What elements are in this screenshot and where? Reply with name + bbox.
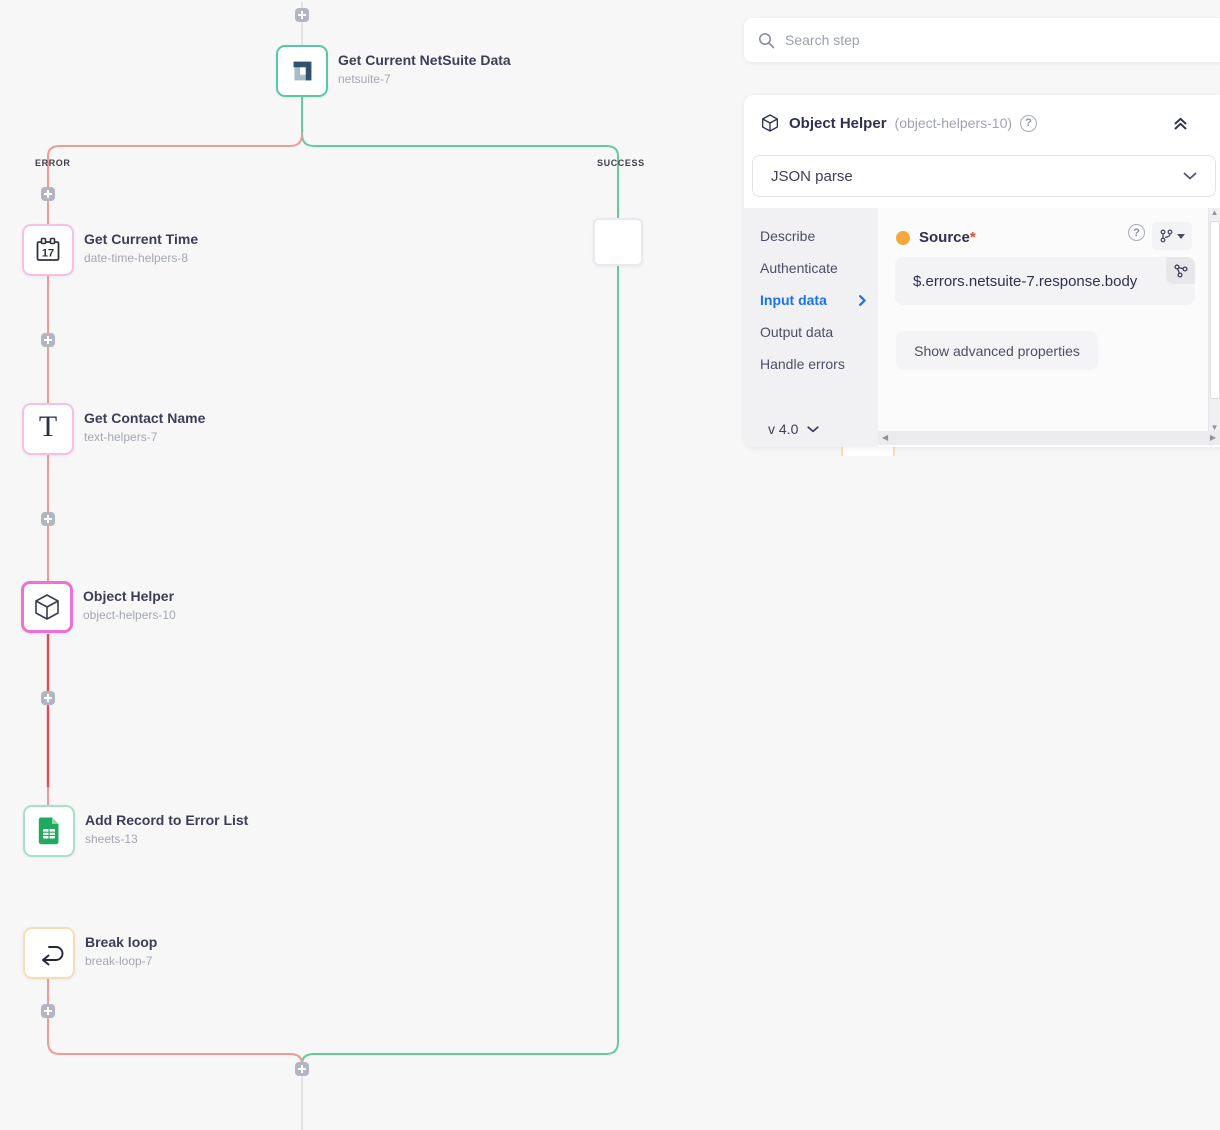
calendar-day: 17 xyxy=(42,248,54,260)
wire-success-path xyxy=(301,97,619,1065)
panel-body: Describe Authenticate Input data Output … xyxy=(744,208,1220,447)
vertical-scrollbar-thumb[interactable] xyxy=(1209,221,1220,399)
node-box[interactable]: T xyxy=(22,403,74,455)
required-field-dot xyxy=(896,230,910,245)
add-step-button[interactable] xyxy=(41,691,55,705)
horizontal-scrollbar[interactable]: ◀ ▶ xyxy=(878,431,1220,445)
add-step-button[interactable] xyxy=(41,187,55,201)
node-box[interactable]: 17 xyxy=(22,224,74,276)
node-box[interactable] xyxy=(23,805,75,857)
step-node-object-helper[interactable]: Object Helper object-helpers-10 xyxy=(21,581,176,633)
text-icon: T xyxy=(38,410,58,443)
panel-step-id: (object-helpers-10) xyxy=(894,115,1013,131)
input-data-form: Source* ? xyxy=(878,208,1220,447)
node-subtitle: sheets-13 xyxy=(85,832,138,846)
panel-header: Object Helper (object-helpers-10) ? xyxy=(744,95,1220,151)
source-field-label: Source* xyxy=(919,229,976,246)
node-box[interactable] xyxy=(276,45,328,97)
step-node-netsuite[interactable]: Get Current NetSuite Data netsuite-7 xyxy=(276,45,511,97)
add-step-button[interactable] xyxy=(295,1062,309,1076)
chevron-down-icon xyxy=(1183,172,1197,180)
add-step-button[interactable] xyxy=(295,8,309,22)
required-asterisk: * xyxy=(969,229,976,246)
hidden-step-node-sliver[interactable] xyxy=(841,446,895,456)
empty-step-placeholder[interactable] xyxy=(593,218,643,266)
panel-tabs: Describe Authenticate Input data Output … xyxy=(744,208,878,447)
search-input[interactable] xyxy=(785,32,1165,48)
dropdown-arrow-icon xyxy=(1176,233,1185,239)
operation-select[interactable]: JSON parse xyxy=(752,155,1216,197)
step-node-get-current-time[interactable]: 17 Get Current Time date-time-helpers-8 xyxy=(22,224,198,276)
node-title: Add Record to Error List xyxy=(85,812,249,828)
cube-icon xyxy=(762,114,778,132)
node-title: Get Current NetSuite Data xyxy=(338,52,511,68)
scroll-right-arrow-icon[interactable]: ▶ xyxy=(1209,433,1216,442)
tab-describe[interactable]: Describe xyxy=(760,228,816,244)
collapse-panel-button[interactable] xyxy=(1173,117,1188,130)
help-icon[interactable]: ? xyxy=(1128,224,1145,241)
tab-output-data[interactable]: Output data xyxy=(760,324,834,340)
version-label: v 4.0 xyxy=(768,421,799,437)
step-node-break-loop[interactable]: Break loop break-loop-7 xyxy=(23,927,157,979)
node-box[interactable] xyxy=(23,927,75,979)
success-branch-label: SUCCESS xyxy=(597,158,645,168)
node-title: Get Contact Name xyxy=(84,410,206,426)
add-step-button[interactable] xyxy=(41,333,55,347)
node-box[interactable] xyxy=(21,581,73,633)
step-properties-panel: Object Helper (object-helpers-10) ? JSON… xyxy=(744,95,1220,447)
node-subtitle: netsuite-7 xyxy=(338,72,391,86)
node-subtitle: text-helpers-7 xyxy=(84,430,158,444)
field-type-selector-button[interactable] xyxy=(1152,222,1192,250)
netsuite-icon xyxy=(293,61,312,81)
operation-selected-value: JSON parse xyxy=(771,167,853,185)
scroll-left-arrow-icon[interactable]: ◀ xyxy=(882,433,889,442)
scroll-up-arrow-icon[interactable]: ▲ xyxy=(1210,208,1219,217)
source-field-row: Source* xyxy=(896,229,976,246)
error-branch-label: ERROR xyxy=(35,158,71,168)
source-value-input[interactable] xyxy=(895,257,1195,305)
help-icon[interactable]: ? xyxy=(1020,114,1038,132)
tab-handle-errors[interactable]: Handle errors xyxy=(760,356,845,372)
node-title: Object Helper xyxy=(83,588,175,604)
node-title: Get Current Time xyxy=(84,231,199,247)
node-subtitle: object-helpers-10 xyxy=(83,608,176,622)
tab-input-data[interactable]: Input data xyxy=(744,284,878,316)
search-icon xyxy=(759,32,775,48)
connect-data-button[interactable] xyxy=(1166,257,1195,284)
calendar-icon: 17 xyxy=(36,237,60,261)
sheets-icon xyxy=(38,817,59,845)
version-select[interactable]: v 4.0 xyxy=(768,421,820,437)
connector-icon xyxy=(1173,263,1188,278)
add-step-button[interactable] xyxy=(41,512,55,526)
git-branch-icon xyxy=(1160,229,1172,243)
chevron-down-icon xyxy=(807,425,820,432)
vertical-scrollbar[interactable]: ▲ ▼ xyxy=(1208,208,1220,433)
tab-authenticate[interactable]: Authenticate xyxy=(760,260,838,276)
chevron-right-icon xyxy=(859,294,866,306)
double-chevron-up-icon xyxy=(1174,117,1187,129)
step-node-get-contact-name[interactable]: T Get Contact Name text-helpers-7 xyxy=(22,403,205,455)
step-node-add-record[interactable]: Add Record to Error List sheets-13 xyxy=(23,805,248,857)
source-value-field xyxy=(895,257,1195,305)
node-title: Break loop xyxy=(85,934,158,950)
search-bar xyxy=(744,18,1220,62)
add-step-button[interactable] xyxy=(41,1004,55,1018)
cube-icon xyxy=(35,594,59,620)
panel-title: Object Helper xyxy=(789,114,887,132)
node-subtitle: break-loop-7 xyxy=(85,954,153,968)
node-subtitle: date-time-helpers-8 xyxy=(84,251,189,265)
scroll-down-arrow-icon[interactable]: ▼ xyxy=(1210,423,1219,432)
show-advanced-properties-button[interactable]: Show advanced properties xyxy=(896,331,1098,370)
break-loop-icon xyxy=(42,946,64,966)
